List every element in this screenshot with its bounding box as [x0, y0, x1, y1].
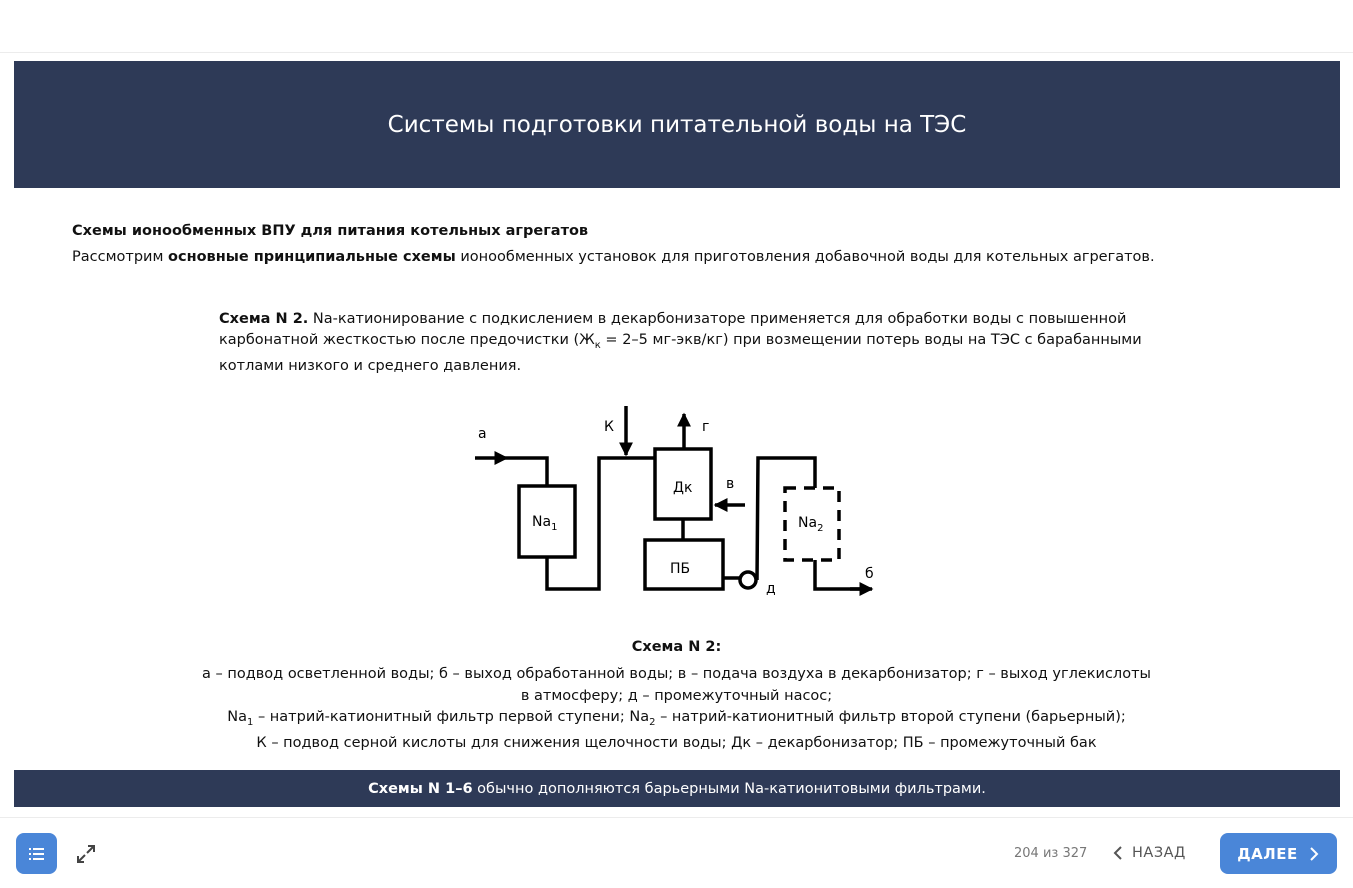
page-counter: 204 из 327 — [1014, 846, 1088, 861]
caption-text: а – подвод осветленной воды; б – выход о… — [202, 666, 1151, 752]
table-of-contents-button[interactable] — [16, 833, 57, 874]
scheme-diagram: а К г в Дк ПБ д б Na1 Na2 — [475, 406, 874, 597]
footer-note-band: Схемы N 1–6 обычно дополняются барьерным… — [14, 770, 1340, 807]
pipe-pump-to-na2 — [755, 456, 817, 581]
na2-filter — [783, 486, 841, 562]
label-a: а — [478, 426, 487, 442]
pipe-na2-out — [813, 560, 868, 591]
label-pb: ПБ — [670, 561, 690, 577]
label-na2: Na2 — [798, 515, 823, 534]
label-d: д — [766, 581, 776, 597]
top-strip — [0, 0, 1353, 53]
header-banner: Системы подготовки питательной воды на Т… — [14, 61, 1340, 188]
expand-icon — [77, 845, 95, 863]
pipe-a-to-na1 — [507, 456, 549, 486]
back-button[interactable]: НАЗАД — [1112, 836, 1186, 870]
bottom-navigation-bar: 204 из 327 НАЗАД ДАЛЕЕ — [0, 817, 1353, 888]
caption-title: Схема N 2: — [631, 639, 722, 655]
label-k: К — [604, 419, 614, 435]
label-b: б — [865, 566, 874, 582]
chevron-right-icon — [1309, 846, 1319, 861]
fullscreen-button[interactable] — [72, 840, 100, 868]
page-title: Системы подготовки питательной воды на Т… — [387, 111, 967, 138]
list-icon — [28, 847, 44, 860]
label-g: г — [702, 419, 709, 435]
next-button[interactable]: ДАЛЕЕ — [1220, 833, 1337, 874]
pipe-na1-to-dk — [545, 456, 655, 591]
label-dk: Дк — [673, 480, 692, 496]
scheme-description: Схема N 2. Na-катионирование с подкислен… — [219, 311, 1142, 374]
label-v: в — [726, 476, 734, 492]
scheme-label: Схема N 2. — [219, 311, 309, 327]
intro-text: Рассмотрим основные принципиальные схемы… — [72, 249, 1155, 265]
chevron-left-icon — [1113, 846, 1122, 860]
label-na1: Na1 — [532, 514, 557, 533]
pump-d — [738, 570, 758, 590]
tank-pb-box — [643, 538, 725, 591]
section-title: Схемы ионообменных ВПУ для питания котел… — [72, 223, 589, 239]
